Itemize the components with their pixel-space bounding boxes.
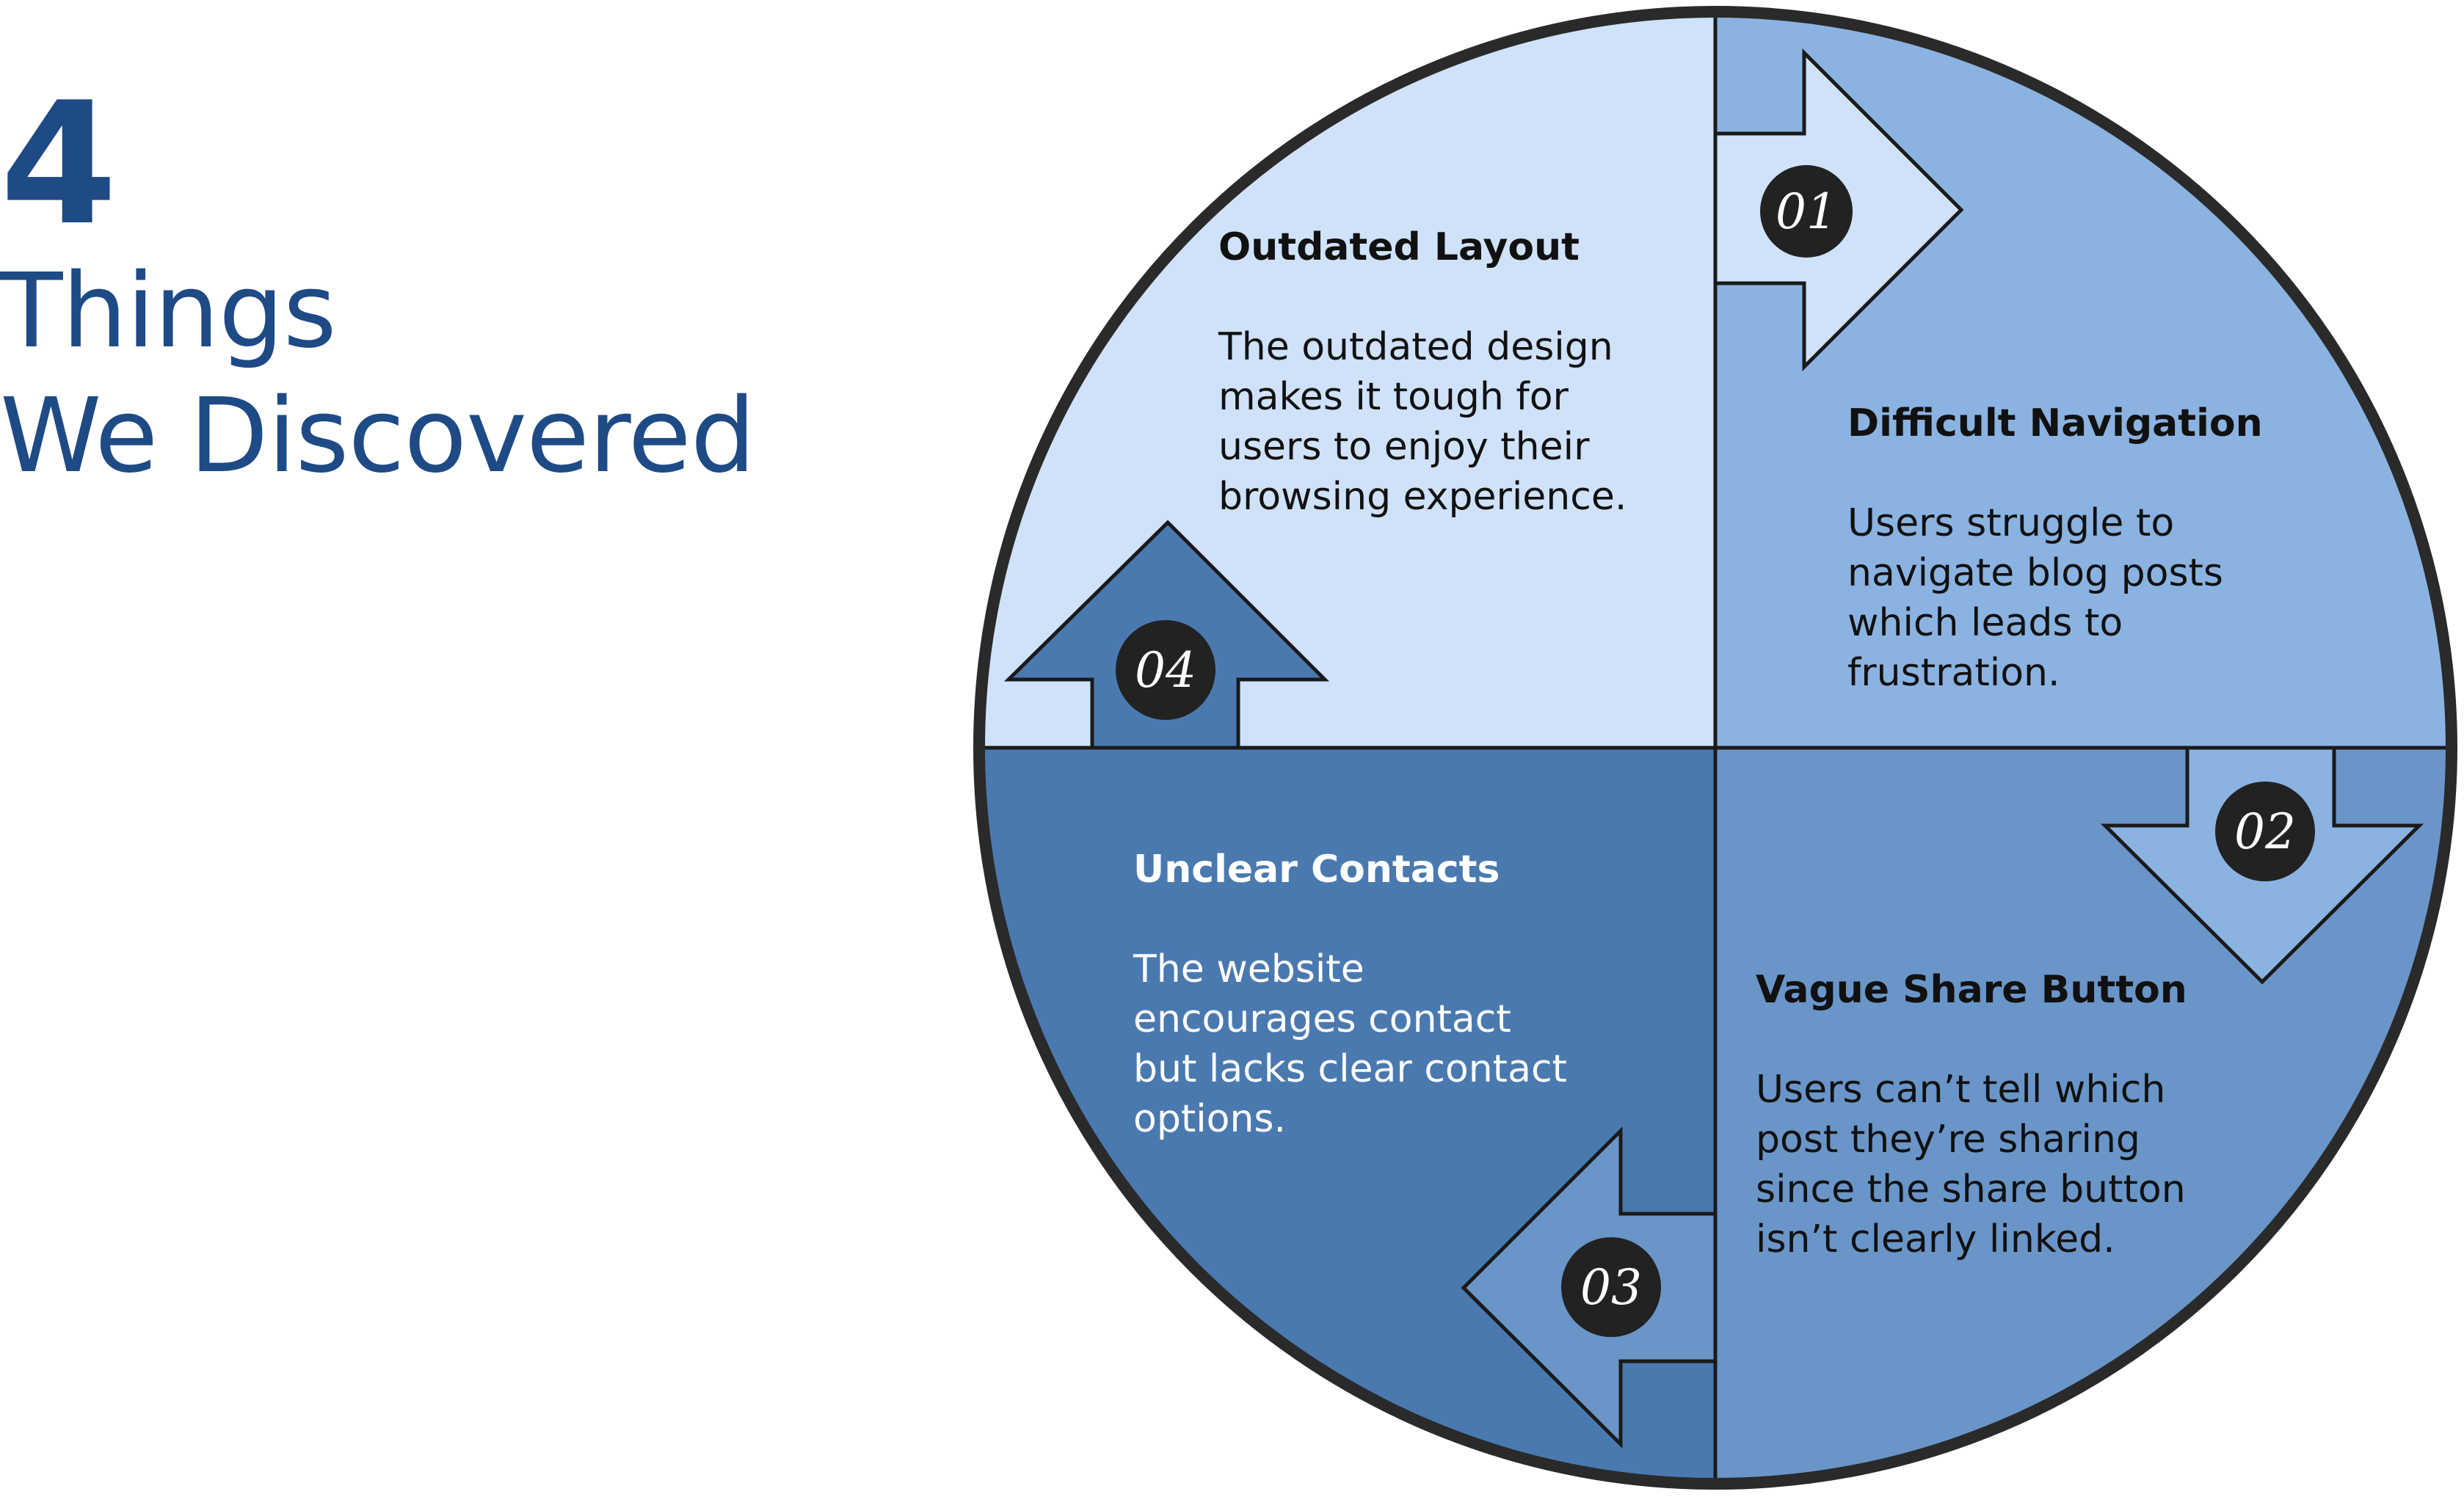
badge-01-label: 01 bbox=[1776, 183, 1837, 240]
item-2-body-line-4: frustration. bbox=[1847, 651, 2060, 695]
item-3-title: Vague Share Button bbox=[1756, 968, 2187, 1012]
item-4-body-line-4: options. bbox=[1133, 1097, 1286, 1141]
item-3-text: Vague Share Button Users can’t tell whic… bbox=[1756, 968, 2198, 1261]
item-1-body-line-2: makes it tough for bbox=[1218, 375, 1569, 419]
item-3-body: Users can’t tell which post they’re shar… bbox=[1756, 1068, 2198, 1261]
item-2-body-line-2: navigate blog posts bbox=[1847, 551, 2223, 595]
item-2-text: Difficult Navigation Users struggle to n… bbox=[1847, 401, 2263, 695]
badge-02: 02 bbox=[2215, 782, 2315, 881]
heading-line-1: Things bbox=[0, 252, 337, 371]
item-4-text: Unclear Contacts The website encourages … bbox=[1133, 848, 1579, 1141]
item-4-body-line-3: but lacks clear contact bbox=[1133, 1047, 1567, 1091]
badge-02-label: 02 bbox=[2234, 804, 2296, 860]
item-2-body-line-3: which leads to bbox=[1847, 601, 2123, 645]
item-3-body-line-1: Users can’t tell which bbox=[1756, 1068, 2165, 1112]
item-3-body-line-2: post they’re sharing bbox=[1756, 1118, 2140, 1162]
item-1-text: Outdated Layout The outdated design make… bbox=[1218, 225, 1627, 519]
heading: 4 Things We Discovered bbox=[0, 67, 756, 499]
item-3-body-line-4: isn’t clearly linked. bbox=[1756, 1217, 2115, 1261]
badge-01: 01 bbox=[1760, 165, 1853, 258]
item-4-body-line-2: encourages contact bbox=[1133, 997, 1511, 1041]
item-2-title: Difficult Navigation bbox=[1847, 401, 2263, 445]
circle-border bbox=[973, 6, 2457, 1490]
item-4-body-line-1: The website bbox=[1133, 947, 1364, 991]
item-1-body-line-4: browsing experience. bbox=[1218, 475, 1627, 519]
badge-04-circle bbox=[1116, 620, 1215, 720]
item-1-body-line-1: The outdated design bbox=[1218, 325, 1613, 369]
item-1-body: The outdated design makes it tough for u… bbox=[1218, 325, 1627, 519]
heading-line-2: We Discovered bbox=[0, 376, 756, 496]
badge-04: 04 bbox=[1116, 620, 1215, 720]
item-2-body-line-1: Users struggle to bbox=[1847, 501, 2174, 545]
item-1-title: Outdated Layout bbox=[1218, 225, 1580, 269]
badge-03-label: 03 bbox=[1580, 1259, 1642, 1316]
quadrants bbox=[979, 12, 2452, 1484]
item-2-body: Users struggle to navigate blog posts wh… bbox=[1847, 501, 2236, 695]
item-4-title: Unclear Contacts bbox=[1133, 848, 1500, 892]
badge-02-circle bbox=[2215, 782, 2315, 881]
badge-04-label: 04 bbox=[1135, 642, 1196, 699]
item-3-body-line-3: since the share button bbox=[1756, 1168, 2186, 1212]
heading-number: 4 bbox=[0, 67, 117, 263]
item-1-body-line-3: users to enjoy their bbox=[1218, 425, 1590, 469]
badge-03: 03 bbox=[1561, 1237, 1661, 1337]
badge-03-circle bbox=[1561, 1237, 1661, 1337]
badge-01-circle bbox=[1760, 165, 1853, 258]
item-4-body: The website encourages contact but lacks… bbox=[1133, 947, 1579, 1141]
